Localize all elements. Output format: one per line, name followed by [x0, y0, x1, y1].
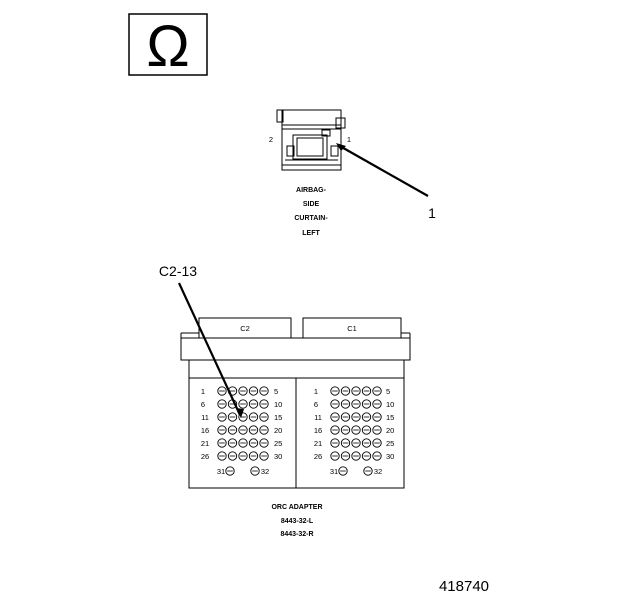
c2-pin-block: 1 6 11 16 21 26 5 10 15 20 25 30 31 32: [201, 387, 283, 476]
c1-row-1-start: 1: [314, 387, 318, 396]
airbag-label-line-1: AIRBAG-: [296, 187, 327, 194]
c2-row-2-start: 6: [201, 400, 205, 409]
c2-row-4-start: 16: [201, 426, 209, 435]
c1-row-2-start: 6: [314, 400, 318, 409]
c2-bottom-left-number: 31: [217, 467, 225, 476]
c2-row-6-end: 30: [274, 452, 282, 461]
callout-1-arrowhead: [336, 143, 346, 151]
c1-row-1-end: 5: [386, 387, 390, 396]
c1-row-3-start: 11: [314, 413, 322, 422]
c1-pin-block: 1 6 11 16 21 26 5 10 15 20 25 30 31 32: [314, 387, 395, 476]
adapter-title: ORC ADAPTER 8443-32-L 8443-32-R: [271, 504, 322, 538]
c1-tab-label: C1: [347, 324, 357, 333]
c1-row-2-end: 10: [386, 400, 394, 409]
c2-bottom-right-number: 32: [261, 467, 269, 476]
c1-row-6-end: 30: [386, 452, 394, 461]
c2-13-arrowhead: [236, 408, 244, 418]
c1-row-5-start: 21: [314, 439, 322, 448]
c2-row-2-end: 10: [274, 400, 282, 409]
c1-bottom-right-number: 32: [374, 467, 382, 476]
adapter-title-line-2: 8443-32-L: [281, 518, 314, 525]
c2-row-6-start: 26: [201, 452, 209, 461]
c1-bottom-left-number: 31: [330, 467, 338, 476]
airbag-label-line-4: LEFT: [302, 230, 320, 237]
adapter-title-line-3: 8443-32-R: [280, 531, 313, 538]
c2-row-1-start: 1: [201, 387, 205, 396]
c1-row-5-end: 25: [386, 439, 394, 448]
airbag-label-line-2: SIDE: [303, 201, 320, 208]
c2-row-3-end: 15: [274, 413, 282, 422]
airbag-label-line-3: CURTAIN-: [294, 215, 328, 222]
c2-row-5-start: 21: [201, 439, 209, 448]
c1-row-6-start: 26: [314, 452, 322, 461]
c2-13-callout-label: C2-13: [159, 263, 197, 279]
c2-row-5-end: 25: [274, 439, 282, 448]
airbag-connector: [276, 109, 346, 171]
callout-1-label: 1: [428, 205, 436, 221]
c2-13-leader: [178, 282, 241, 416]
callout-1-leader: [337, 144, 429, 197]
c1-row-3-end: 15: [386, 413, 394, 422]
airbag-pin-2-label: 2: [269, 135, 273, 144]
airbag-label: AIRBAG- SIDE CURTAIN- LEFT: [294, 187, 328, 237]
c1-row-4-end: 20: [386, 426, 394, 435]
c2-row-1-end: 5: [274, 387, 278, 396]
c2-tab-label: C2: [240, 324, 250, 333]
airbag-pin-1-label: 1: [347, 135, 351, 144]
omega-symbol-box: Ω: [128, 13, 208, 79]
c2-row-4-end: 20: [274, 426, 282, 435]
pin-sockets: [217, 386, 382, 476]
omega-icon: Ω: [146, 14, 189, 79]
figure-number: 418740: [439, 578, 489, 595]
c1-row-4-start: 16: [314, 426, 322, 435]
adapter-title-line-1: ORC ADAPTER: [271, 504, 322, 511]
c2-row-3-start: 11: [201, 413, 209, 422]
